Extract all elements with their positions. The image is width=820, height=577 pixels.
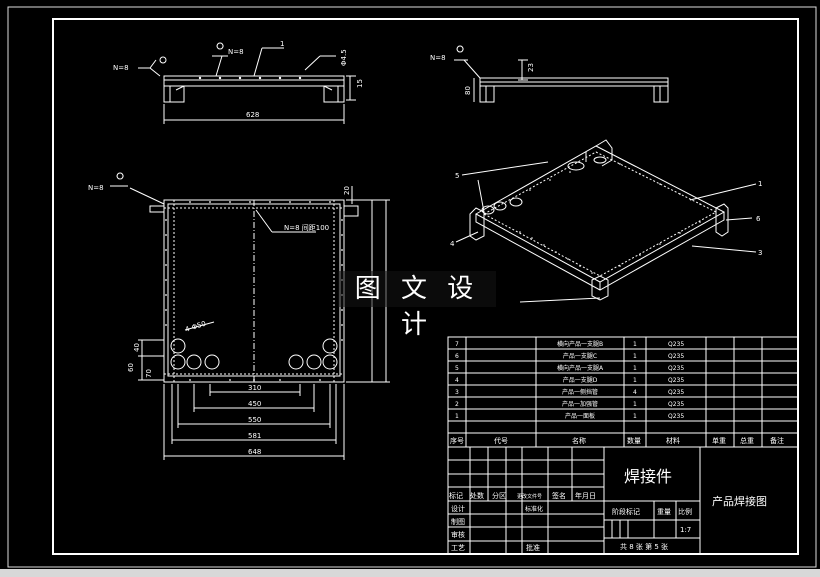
side-weld-label: N=8 — [430, 54, 446, 62]
bom-cell-mat: Q235 — [668, 365, 684, 372]
plan-dim-450: 450 — [248, 400, 261, 408]
iso-callout-6: 6 — [756, 215, 761, 223]
bom-cell-qty: 1 — [633, 401, 637, 408]
bom-cell-no: 7 — [455, 341, 459, 348]
bom-header-no: 序号 — [450, 436, 464, 445]
plan-dim-581: 581 — [248, 432, 261, 440]
bom-cell-name: 横向产品一支腿B — [557, 340, 603, 348]
role-approve: 批准 — [526, 543, 540, 552]
front-weld-label-mid: N=8 — [228, 48, 244, 56]
bom-header-remark: 备注 — [770, 436, 784, 445]
iso-callout-4: 4 — [450, 240, 455, 248]
bom-cell-name: 产品一侧挡管 — [562, 388, 598, 396]
bom-cell-mat: Q235 — [668, 401, 684, 408]
bom-header-name: 名称 — [572, 436, 586, 445]
side-dim-height: 23 — [527, 63, 535, 72]
side-dim-leg: 80 — [464, 86, 472, 95]
bom-cell-no: 6 — [455, 353, 459, 360]
part-name: 焊接件 — [624, 467, 672, 486]
status-strip — [0, 569, 820, 577]
bom-cell-name: 产品一支腿D — [563, 376, 598, 384]
role-design: 设计 — [451, 504, 465, 513]
front-dim-height: 15 — [356, 79, 364, 88]
bom-cell-name: 横向产品一支腿A — [557, 364, 604, 372]
bom-cell-qty: 4 — [633, 389, 637, 396]
rev-label-count: 处数 — [470, 491, 484, 500]
bom-cell-no: 3 — [455, 389, 459, 396]
front-dim-width: 628 — [246, 111, 259, 119]
rev-label-mark: 标记 — [449, 491, 463, 500]
rev-label-sign: 签名 — [552, 491, 566, 500]
rev-label-date: 年月日 — [575, 491, 596, 500]
scale-label: 比例 — [678, 507, 692, 516]
drawing-frame — [52, 18, 799, 555]
iso-callout-5: 5 — [455, 172, 459, 180]
plan-weld-note: N=8 间距100 — [284, 224, 329, 232]
front-view — [138, 42, 356, 124]
rev-label-zone: 分区 — [492, 491, 506, 500]
bom-cell-mat: Q235 — [668, 413, 684, 420]
bom-header: 序号 代号 名称 数量 材料 单重 总重 备注 — [450, 436, 784, 445]
bom-header-code: 代号 — [494, 436, 508, 445]
plan-dim-left-a: 40 — [133, 343, 141, 352]
bom-cell-qty: 1 — [633, 377, 637, 384]
role-check: 审核 — [451, 530, 465, 539]
side-view — [454, 45, 669, 103]
bom-header-unit-wt: 单重 — [712, 436, 726, 445]
plan-weld-label: N=8 — [88, 184, 104, 192]
bom-cell-mat: Q235 — [668, 353, 684, 360]
bom-cell-no: 1 — [455, 413, 459, 420]
bom-cell-qty: 1 — [633, 353, 637, 360]
role-process: 工艺 — [451, 544, 465, 552]
plan-dim-top: 20 — [343, 186, 351, 195]
iso-callout-1: 1 — [758, 180, 762, 188]
bom-cell-mat: Q235 — [668, 377, 684, 384]
plan-dim-left-c: 70 — [145, 369, 153, 378]
plan-dim-left-b: 60 — [127, 363, 135, 372]
bom-header-qty: 数量 — [627, 436, 641, 445]
front-dim-dia: Φ4.5 — [340, 49, 348, 66]
plan-hole-dots — [165, 201, 343, 381]
std-label: 标准化 — [525, 505, 543, 513]
bom-cell-qty: 1 — [633, 341, 637, 348]
sheet-info: 共 8 张 第 5 张 — [620, 542, 668, 551]
plan-dim-310: 310 — [248, 384, 261, 392]
bom-cell-qty: 1 — [633, 413, 637, 420]
weight-label: 重量 — [657, 508, 671, 516]
bom-cell-mat: Q235 — [668, 389, 684, 396]
front-part-callout: 1 — [280, 40, 284, 48]
bom-cell-name: 产品一支腿C — [563, 352, 597, 360]
iso-callout-3: 3 — [758, 249, 762, 257]
role-draw: 制图 — [451, 517, 465, 526]
rev-label-doc: 更改文件号 — [517, 493, 542, 500]
plan-dim-550: 550 — [248, 416, 261, 424]
outer-border — [7, 6, 817, 568]
bom-cell-mat: Q235 — [668, 341, 684, 348]
plan-dim-648: 648 — [248, 448, 261, 456]
front-weld-label-left: N=8 — [113, 64, 129, 72]
bom-header-mat: 材料 — [666, 436, 680, 445]
title-block — [447, 446, 799, 555]
iso-view — [455, 139, 757, 303]
drawing-name: 产品焊接图 — [712, 494, 767, 508]
bom-cell-qty: 1 — [633, 365, 637, 372]
bom-cell-name: 产品一加强管 — [562, 400, 598, 408]
stage-label: 阶段标记 — [612, 507, 640, 516]
watermark: 图 文 设 计 — [338, 271, 496, 340]
bom-cell-no: 4 — [455, 377, 459, 384]
bom-cell-no: 2 — [455, 401, 459, 408]
scale-value: 1:7 — [680, 526, 691, 534]
bom-cell-name: 产品一面板 — [565, 412, 595, 420]
bom-cell-no: 5 — [455, 365, 459, 372]
iso-hole-dots — [519, 163, 701, 274]
bom-header-total-wt: 总重 — [740, 436, 754, 445]
